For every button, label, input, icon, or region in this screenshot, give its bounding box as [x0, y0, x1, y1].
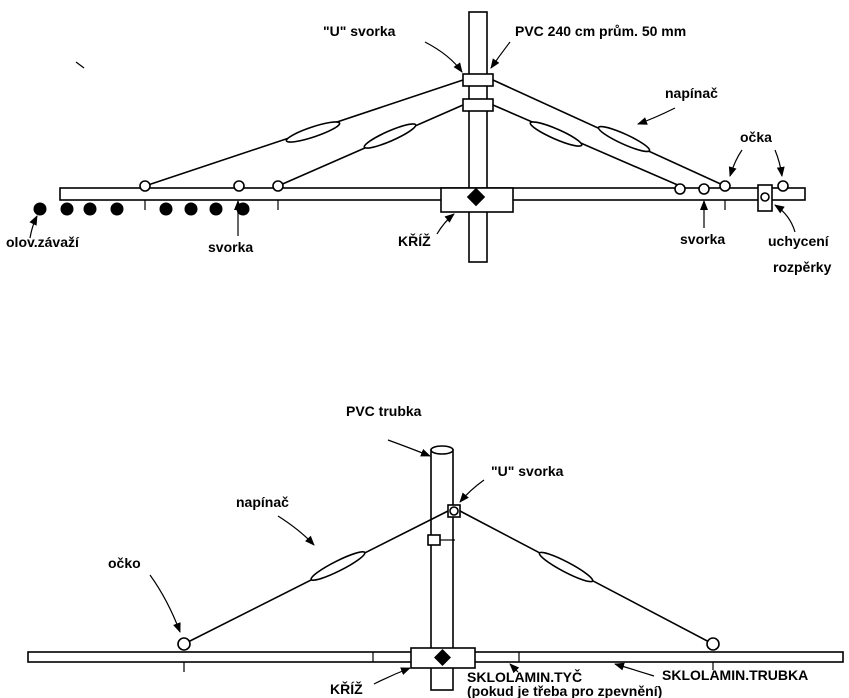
- top-label-cross: KŘÍŽ: [398, 232, 431, 249]
- top-cross-diamond: [466, 187, 486, 207]
- top-label-clamp-left: svorka: [208, 239, 253, 255]
- top-label-clamp-right: svorka: [680, 231, 725, 247]
- bottom-arrow-u-clamp: [459, 479, 485, 503]
- bottom-label-tube: SKLOLAMIN.TRUBKA: [662, 667, 808, 683]
- bottom-eyelet-left: [177, 637, 191, 651]
- top-eyelet-5: [698, 183, 710, 195]
- bottom-label-rod: SKLOLAMIN.TYČ: [467, 668, 582, 685]
- top-eyelet-6: [719, 180, 731, 192]
- bottom-tensioner-left: [310, 550, 366, 582]
- bottom-label-tensioner: napínač: [236, 494, 289, 510]
- top-eyelet-2: [233, 180, 245, 192]
- top-arrow-lead-weights: [29, 215, 38, 239]
- top-label-lead-weights: olov.závaží: [6, 234, 80, 250]
- bottom-arrow-rod: [509, 663, 520, 674]
- top-eyelet-4: [674, 183, 686, 195]
- top-tensioner-outer-right: [597, 125, 651, 153]
- bottom-assembly: PVC trubka "U" svorka napínač očko KŘÍŽ …: [27, 403, 844, 698]
- bottom-pvc-tube-top: [430, 445, 454, 455]
- top-boom: [59, 187, 806, 201]
- top-u-clamp-upper: [462, 73, 494, 87]
- top-arrow-eyelet-left: [728, 149, 743, 177]
- top-lead-weight-1: [33, 202, 47, 216]
- top-label-tensioner: napínač: [665, 85, 718, 101]
- bottom-arrow-tensioner: [277, 515, 315, 546]
- top-lead-weight-7: [209, 202, 223, 216]
- top-label-spreader-2: rozpěrky: [773, 259, 832, 275]
- bottom-label-pvc-tube: PVC trubka: [346, 403, 422, 419]
- top-tensioner-outer-left: [285, 121, 341, 143]
- top-pvc-mast: [468, 11, 488, 263]
- top-arrow-u-clamp: [424, 41, 463, 73]
- bottom-arrow-cross: [373, 667, 411, 685]
- top-lead-weight-6: [184, 202, 198, 216]
- top-guy-inner-right: [492, 104, 681, 187]
- top-eyelet-1: [139, 180, 151, 192]
- top-arrow-eyelet-right: [774, 149, 785, 177]
- top-lead-weight-5: [159, 202, 173, 216]
- top-label-eyelets: očka: [740, 129, 772, 145]
- bottom-label-cross: KŘÍŽ: [330, 680, 363, 697]
- top-label-spreader-1: uchycení: [768, 233, 830, 249]
- top-tensioner-inner-right: [529, 121, 583, 147]
- bottom-u-clamp-lower: [427, 534, 441, 546]
- top-eyelet-7: [777, 180, 789, 192]
- bottom-tensioner-right: [538, 551, 594, 583]
- bottom-label-rod-note: (pokud je třeba pro zpevnění): [467, 683, 662, 698]
- bottom-arrow-tube: [614, 662, 655, 677]
- top-lead-weight-3: [83, 202, 97, 216]
- top-spreader-bolt: [760, 192, 770, 202]
- top-lead-weight-4: [110, 202, 124, 216]
- bottom-arrow-pvc-tube: [387, 439, 431, 457]
- top-label-pvc: PVC 240 cm prům. 50 mm: [515, 23, 686, 39]
- top-tensioner-inner-left: [363, 123, 417, 149]
- top-stray-mark: [75, 61, 85, 69]
- bottom-label-eyelet: očko: [108, 555, 141, 571]
- top-assembly: "U" svorka PVC 240 cm prům. 50 mm napína…: [6, 11, 832, 275]
- top-arrow-tensioner: [637, 107, 676, 125]
- bottom-arrow-eyelet: [149, 574, 181, 633]
- top-eyelet-3: [272, 180, 284, 192]
- top-arrow-cross: [436, 213, 455, 235]
- bottom-eyelet-right: [706, 637, 720, 651]
- bottom-u-clamp-ring: [449, 506, 459, 516]
- top-lead-weight-2: [60, 202, 74, 216]
- top-arrow-spreader: [774, 204, 796, 233]
- bottom-label-u-clamp: "U" svorka: [491, 463, 564, 479]
- bottom-cross-diamond: [434, 649, 451, 666]
- top-arrow-pvc: [490, 41, 511, 69]
- top-lead-weight-8: [236, 202, 250, 216]
- top-label-u-clamp: "U" svorka: [323, 23, 396, 39]
- top-u-clamp-lower: [462, 98, 494, 112]
